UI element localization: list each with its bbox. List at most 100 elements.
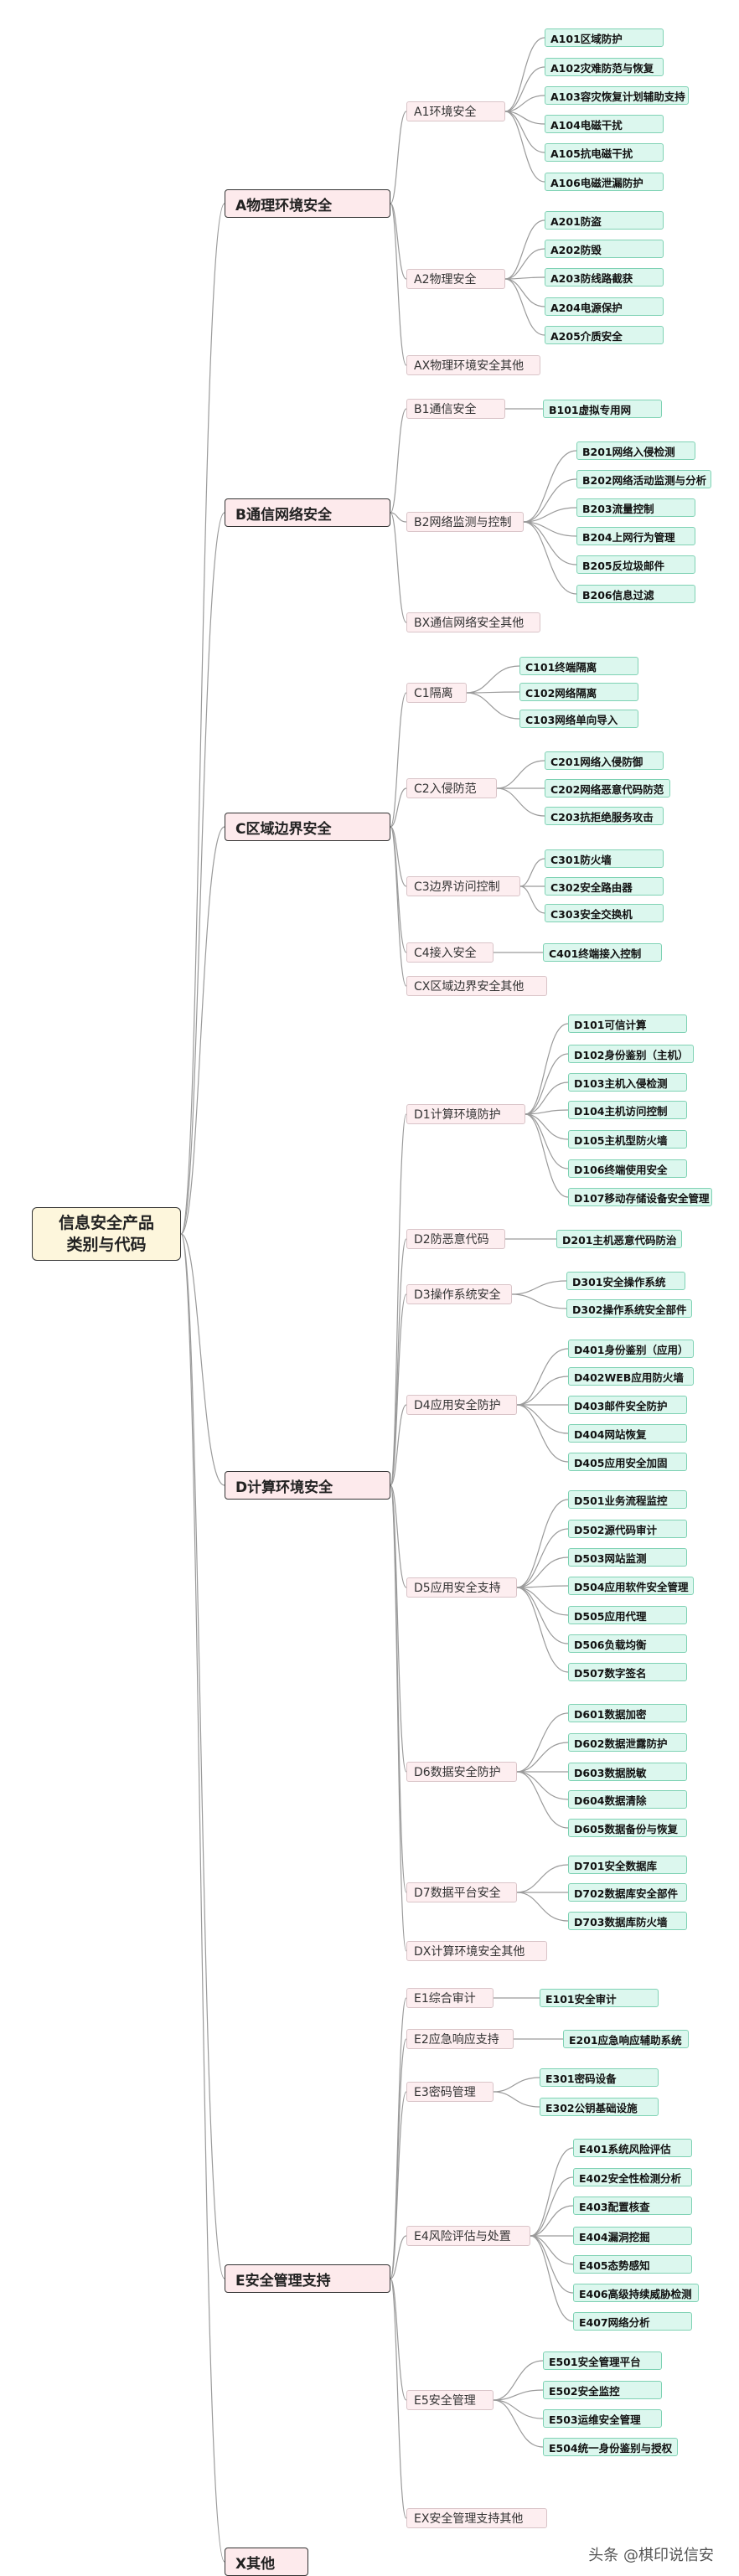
group-node: A2物理安全 [406,269,505,289]
item-node: D503网站监测 [568,1548,687,1567]
item-node: D504应用软件安全管理 [568,1577,694,1595]
item-node: D405应用安全加固 [568,1453,687,1471]
item-node: D404网站恢复 [568,1424,687,1443]
item-node: D302操作系统安全部件 [566,1299,692,1318]
item-node: A104电磁干扰 [545,115,664,133]
item-node: A202防毁 [545,240,664,258]
group-node: A1环境安全 [406,101,505,121]
group-node: C2入侵防范 [406,778,497,798]
item-node: D103主机入侵检测 [568,1073,687,1092]
item-node: D201主机恶意代码防治 [556,1230,682,1248]
item-node: D603数据脱敏 [568,1763,687,1781]
item-node: B203流量控制 [576,498,695,517]
item-node: D605数据备份与恢复 [568,1819,687,1837]
item-node: D701安全数据库 [568,1856,687,1874]
item-node: D104主机访问控制 [568,1101,687,1119]
item-node: B205反垃圾邮件 [576,555,695,574]
item-node: E404漏洞挖掘 [573,2227,692,2245]
item-node: D604数据清除 [568,1790,687,1809]
item-node: C203抗拒绝服务攻击 [545,807,664,825]
item-node: C401终端接入控制 [543,943,662,962]
group-node: B2网络监测与控制 [406,512,524,532]
group-node: D1计算环境防护 [406,1104,525,1124]
item-node: C201网络入侵防御 [545,751,664,770]
group-node: DX计算环境安全其他 [406,1941,547,1961]
item-node: E405态势感知 [573,2255,692,2274]
group-node: E1综合审计 [406,1988,494,2008]
item-node: D702数据库安全部件 [568,1883,687,1902]
item-node: A106电磁泄漏防护 [545,173,664,191]
item-node: E503运维安全管理 [543,2409,662,2428]
item-node: B101虚拟专用网 [543,400,662,418]
item-node: D506负载均衡 [568,1634,687,1653]
item-node: E406高级持续威胁检测 [573,2284,699,2302]
group-node: D6数据安全防护 [406,1762,517,1782]
item-node: B201网络入侵检测 [576,441,695,460]
item-node: D601数据加密 [568,1704,687,1722]
category-node: E安全管理支持 [225,2264,390,2293]
group-node: D3操作系统安全 [406,1284,512,1304]
item-node: D101可信计算 [568,1014,687,1033]
item-node: B204上网行为管理 [576,527,695,545]
group-node: E3密码管理 [406,2082,494,2102]
watermark: 头条 @棋印说信安 [588,2547,714,2564]
group-node: EX安全管理支持其他 [406,2508,547,2528]
item-node: D501业务流程监控 [568,1490,687,1509]
group-node: B1通信安全 [406,399,505,419]
item-node: E402安全性检测分析 [573,2168,692,2186]
item-node: B202网络活动监测与分析 [576,470,711,488]
item-node: D107移动存储设备安全管理 [568,1188,712,1206]
item-node: A103容灾恢复计划辅助支持 [545,86,689,105]
group-node: D4应用安全防护 [406,1395,517,1415]
group-node: E5安全管理 [406,2390,494,2410]
item-node: C101终端隔离 [519,657,638,675]
item-node: D507数字签名 [568,1663,687,1681]
category-node: A物理环境安全 [225,189,390,218]
group-node: CX区域边界安全其他 [406,976,547,996]
item-node: A105抗电磁干扰 [545,143,664,162]
item-node: E407网络分析 [573,2312,692,2331]
item-node: C103网络单向导入 [519,710,638,728]
root-node: 信息安全产品 类别与代码 [32,1207,181,1261]
group-node: D5应用安全支持 [406,1577,517,1598]
item-node: D401身份鉴别（应用） [568,1340,694,1358]
group-node: D7数据平台安全 [406,1882,517,1902]
item-node: E201应急响应辅助系统 [563,2030,689,2048]
item-node: D102身份鉴别（主机） [568,1045,694,1063]
item-node: E502安全监控 [543,2381,662,2399]
item-node: A101区域防护 [545,28,664,47]
item-node: E403配置核查 [573,2197,692,2215]
item-node: C302安全路由器 [545,877,664,896]
item-node: C202网络恶意代码防范 [545,779,670,798]
category-node: D计算环境安全 [225,1471,390,1500]
item-node: D105主机型防火墙 [568,1130,687,1149]
item-node: B206信息过滤 [576,585,695,603]
item-node: E101安全审计 [540,1989,659,2007]
item-node: D602数据泄露防护 [568,1733,687,1752]
item-node: A102灾难防范与恢复 [545,58,664,76]
item-node: C301防火墙 [545,849,664,868]
category-node: B通信网络安全 [225,498,390,527]
category-node: X其他 [225,2548,308,2576]
item-node: D502源代码审计 [568,1520,687,1538]
item-node: E504统一身份鉴别与授权 [543,2438,678,2456]
group-node: D2防恶意代码 [406,1229,505,1249]
item-node: A201防盗 [545,211,664,230]
group-node: E4风险评估与处置 [406,2226,530,2246]
group-node: C3边界访问控制 [406,876,520,896]
item-node: E501安全管理平台 [543,2351,662,2370]
item-node: D106终端使用安全 [568,1159,687,1178]
item-node: A205介质安全 [545,326,664,344]
item-node: A203防线路截获 [545,268,664,287]
item-node: D505应用代理 [568,1606,687,1624]
item-node: C303安全交换机 [545,904,664,922]
group-node: E2应急响应支持 [406,2029,514,2049]
group-node: C1隔离 [406,683,467,703]
item-node: D402WEB应用防火墙 [568,1367,694,1386]
item-node: A204电源保护 [545,297,664,316]
group-node: AX物理环境安全其他 [406,355,540,375]
group-node: C4接入安全 [406,942,494,963]
item-node: E302公钥基础设施 [540,2098,659,2116]
